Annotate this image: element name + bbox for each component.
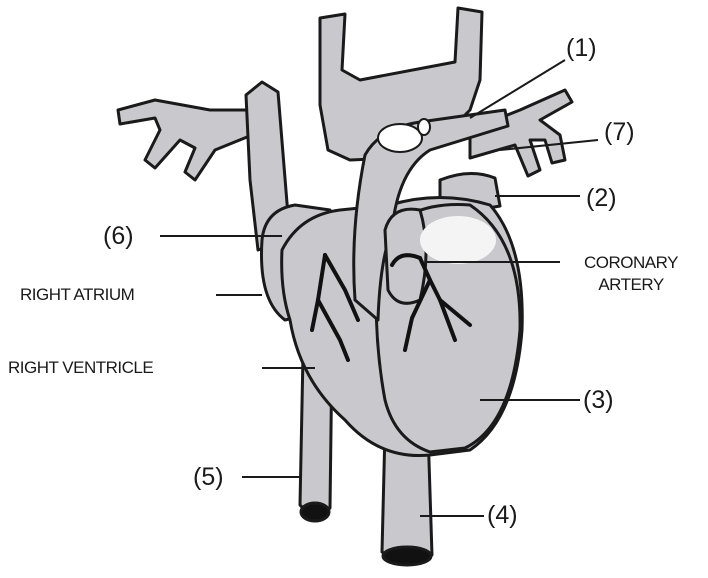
label-1: (1) xyxy=(566,34,597,63)
label-coronary-line1: CORONARY xyxy=(566,252,696,274)
arch-gap-small xyxy=(418,119,430,135)
inferior-vena-cava-opening xyxy=(301,503,329,521)
label-right-atrium: RIGHT ATRIUM xyxy=(20,285,134,305)
label-5: (5) xyxy=(193,463,224,492)
left-branch-vessels xyxy=(118,100,252,180)
label-7: (7) xyxy=(604,118,635,147)
dorsal-aorta-opening xyxy=(383,547,431,565)
label-coronary-line2: ARTERY xyxy=(566,274,696,296)
label-right-ventricle: RIGHT VENTRICLE xyxy=(8,358,153,378)
label-3: (3) xyxy=(583,386,614,415)
label-coronary-artery: CORONARY ARTERY xyxy=(566,252,696,296)
surface-highlight xyxy=(420,216,496,264)
label-4: (4) xyxy=(487,501,518,530)
label-2: (2) xyxy=(586,184,617,213)
arch-gap xyxy=(378,124,422,152)
label-6: (6) xyxy=(103,222,134,251)
